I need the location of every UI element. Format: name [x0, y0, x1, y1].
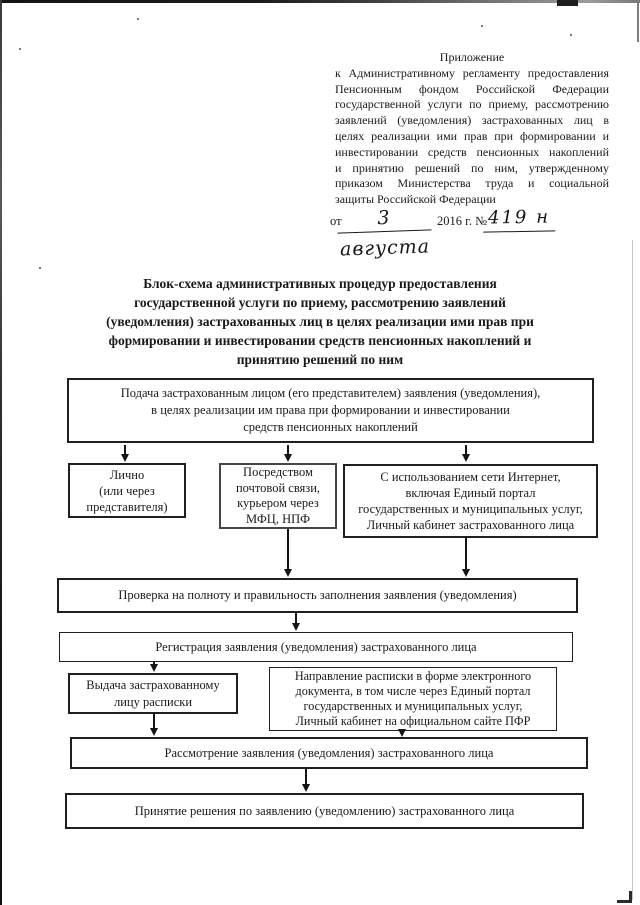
flow-arrow-internet-to-check	[462, 538, 470, 577]
flow-arrow-check-to-registration	[292, 613, 300, 631]
flow-node-receipt-electronic: Направление расписки в форме электронног…	[269, 667, 557, 731]
flow-node-via-internet: С использованием сети Интернет, включая …	[343, 464, 598, 538]
node-line: Личный кабинет на официальном сайте ПФР	[295, 714, 531, 728]
flow-node-receipt-issue: Выдача застрахованному лицу расписки	[68, 673, 238, 714]
appendix-line: государственной услуги по приему, рассмо…	[335, 97, 609, 112]
node-line: МФЦ, НПФ	[245, 511, 311, 526]
node-line: Регистрация заявления (уведомления) заст…	[155, 639, 477, 654]
scan-speck	[137, 18, 139, 20]
node-line: Посредством	[243, 465, 313, 479]
node-line: Принятие решения по заявлению (уведомлен…	[134, 803, 515, 818]
scan-speck	[39, 267, 41, 269]
title-line: Блок-схема административных процедур пре…	[143, 276, 497, 291]
scan-edge-top	[0, 0, 640, 3]
node-line: Личный кабинет застрахованного лица	[366, 518, 575, 532]
date-year-number-label: 2016 г. №	[437, 214, 488, 228]
flow-arrow-by-mail-to-check	[284, 529, 292, 577]
handwritten-date: 3 августа	[336, 201, 432, 261]
node-line: С использованием сети Интернет,	[380, 470, 561, 484]
appendix-line: к Административному регламенту предостав…	[335, 65, 609, 80]
node-line: Лично	[109, 467, 145, 482]
node-line: включая Единый портал	[405, 486, 536, 500]
node-line: Направление расписки в форме электронног…	[294, 669, 532, 683]
node-line: представителя)	[86, 499, 168, 514]
scan-edge-right	[632, 240, 633, 900]
handwritten-order-number: 419 н	[482, 202, 556, 233]
node-line: в целях реализации им права при формиров…	[151, 403, 510, 417]
appendix-line: инвестировании средств пенсионных накопл…	[335, 144, 609, 159]
node-line: государственных и муниципальных услуг,	[303, 699, 523, 713]
flow-arrow-review-to-decision	[302, 769, 310, 792]
title-line: принятию решений по ним	[236, 352, 404, 367]
scan-speck	[481, 25, 483, 27]
node-line: Выдача застрахованному	[86, 677, 220, 692]
node-line: почтовой связи,	[235, 480, 321, 495]
flow-arrow-submission-to-in-person	[121, 445, 129, 462]
scan-edge-top-mark	[557, 0, 578, 6]
appendix-line: Приложение	[439, 50, 505, 64]
flow-arrow-submission-to-via-internet	[462, 445, 470, 462]
node-line: документа, в том числе через Единый порт…	[295, 684, 531, 698]
appendix-line: защиты Российской Федерации	[335, 192, 496, 207]
scan-corner-mark	[617, 891, 632, 903]
title-line: (уведомления) застрахованных лиц в целях…	[106, 314, 534, 329]
appendix-block: Приложение к Административному регламент…	[335, 50, 609, 208]
flow-node-submission: Подача застрахованным лицом (его предста…	[67, 378, 594, 443]
appendix-line: заявлений (уведомления) застрахованных л…	[335, 113, 609, 128]
flow-arrow-issue-to-review	[150, 714, 158, 736]
flow-arrow-submission-to-by-mail	[284, 445, 292, 462]
flow-arrow-electronic-to-review	[398, 729, 406, 737]
flow-arrow-registration-to-issue	[150, 662, 158, 672]
node-line: Подача застрахованным лицом (его предста…	[120, 386, 541, 400]
flow-node-in-person: Лично (или через представителя)	[68, 463, 186, 518]
scan-edge-right-top	[637, 0, 639, 42]
flow-node-review: Рассмотрение заявления (уведомления) зас…	[70, 737, 588, 769]
scan-speck	[570, 34, 572, 36]
appendix-line: приказом Министерства труда и социальной	[335, 176, 609, 191]
flow-node-completeness-check: Проверка на полноту и правильность запол…	[57, 578, 578, 613]
appendix-line: целях реализации ими прав при формирован…	[335, 128, 609, 143]
appendix-line: и принятию решений по ним, утвержденному	[335, 160, 609, 175]
flow-node-decision: Принятие решения по заявлению (уведомлен…	[65, 793, 584, 829]
title-line: формировании и инвестировании средств пе…	[108, 333, 532, 348]
node-line: средств пенсионных накоплений	[243, 420, 418, 434]
node-line: (или через	[99, 483, 155, 498]
title-line: государственной услуги по приему, рассмо…	[134, 295, 506, 310]
flow-node-registration: Регистрация заявления (уведомления) заст…	[59, 632, 573, 662]
flow-node-by-mail: Посредством почтовой связи, курьером чер…	[219, 463, 337, 529]
document-title: Блок-схема административных процедур пре…	[40, 274, 600, 369]
scan-edge-left	[0, 0, 2, 905]
node-line: государственных и муниципальных услуг,	[358, 502, 583, 516]
node-line: лицу расписки	[113, 694, 193, 709]
node-line: курьером через	[237, 496, 319, 510]
node-line: Проверка на полноту и правильность запол…	[118, 588, 517, 603]
appendix-line: Пенсионным фондом Российской Федерации	[335, 81, 609, 96]
date-prefix: от	[330, 214, 342, 228]
node-line: Рассмотрение заявления (уведомления) зас…	[164, 745, 494, 760]
scan-speck	[19, 48, 21, 50]
